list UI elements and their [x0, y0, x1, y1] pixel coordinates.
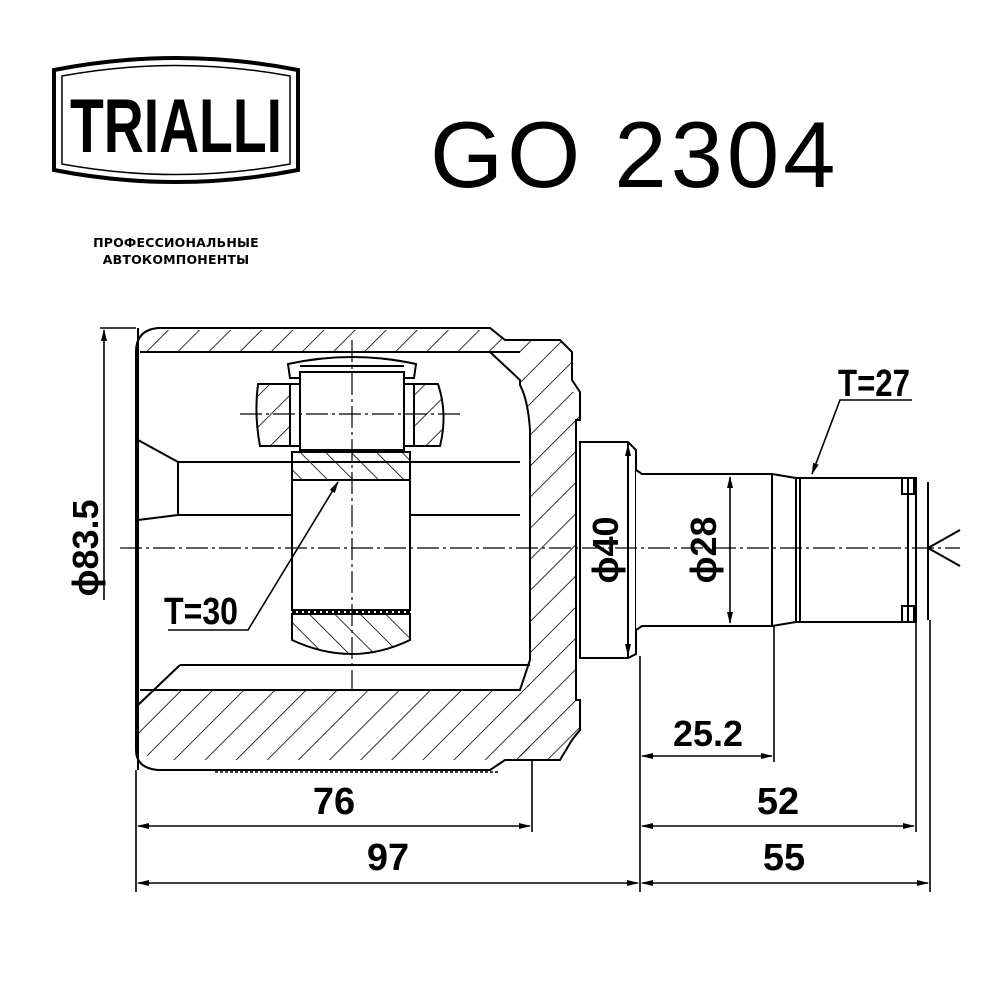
dimension-lines: [100, 327, 931, 892]
dim-shaft-length: 55: [763, 837, 805, 879]
dim-housing-length: 97: [367, 837, 409, 879]
trialli-logo: TRIALLI: [50, 52, 302, 188]
center-lines: [120, 340, 960, 690]
leader-lines: [168, 399, 912, 631]
dim-housing-depth: 76: [313, 781, 355, 823]
dim-collar-diameter: ϕ40: [585, 516, 626, 583]
label-inner-teeth: T=30: [164, 591, 238, 633]
dim-outer-diameter: ϕ83.5: [65, 499, 106, 596]
brand-tagline: ПРОФЕССИОНАЛЬНЫЕ АВТОКОМПОНЕНТЫ: [70, 234, 282, 268]
dim-spline-length: 52: [757, 781, 799, 823]
label-outer-teeth: T=27: [838, 363, 910, 405]
dimension-labels: ϕ83.5 ϕ40 ϕ28 T=30 T=27 25.2 76 97 52 55: [65, 363, 910, 879]
dim-spline-start: 25.2: [673, 713, 743, 754]
part-number: GO 2304: [430, 102, 840, 207]
dim-shaft-diameter: ϕ28: [683, 516, 724, 583]
tagline-line-2: АВТОКОМПОНЕНТЫ: [102, 252, 250, 267]
shaft: [579, 441, 961, 659]
tripod-roller: [255, 356, 445, 655]
tagline-line-1: ПРОФЕССИОНАЛЬНЫЕ: [93, 235, 259, 250]
logo-text: TRIALLI: [70, 84, 282, 169]
